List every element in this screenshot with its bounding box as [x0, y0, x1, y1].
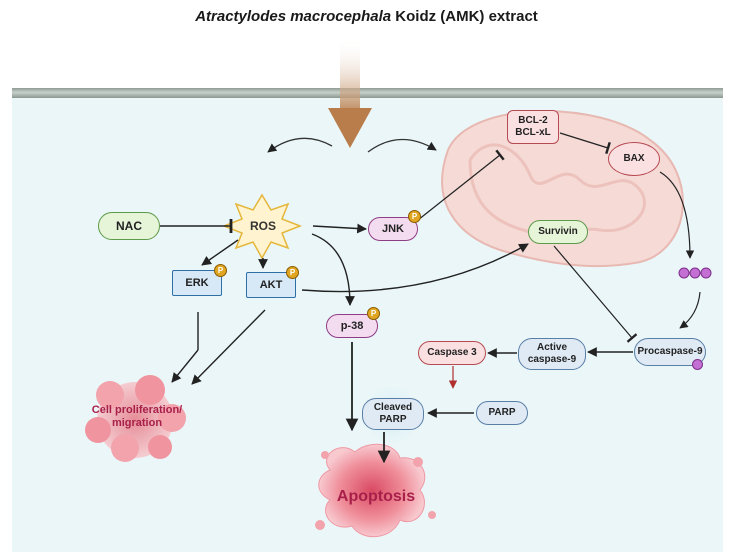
akt-phospho-icon: P	[286, 266, 299, 279]
cleaved-parp-line2: PARP	[379, 414, 407, 425]
curved-arrow-left	[267, 137, 333, 153]
proliferation-line1: Cell proliferation/	[91, 404, 183, 416]
active-caspase9-line1: Active	[536, 342, 567, 353]
ros-to-jnk	[312, 223, 367, 234]
proliferation-label: Cell proliferation/ migration	[72, 404, 202, 430]
akt-to-proliferation	[191, 309, 266, 385]
proliferation-line2: migration	[111, 417, 163, 429]
cleaved-parp-node: Cleaved PARP	[362, 398, 424, 430]
procaspase9-cytc-icon	[692, 359, 703, 370]
ros-star-icon	[221, 193, 303, 260]
active-caspase9-line2: caspase-9	[527, 354, 577, 365]
survivin-node: Survivin	[528, 220, 588, 244]
cytc-to-procaspase9	[679, 291, 701, 329]
erk-to-proliferation	[171, 349, 199, 383]
p38-phospho-icon: P	[367, 307, 380, 320]
jnk-inhibits-mito	[417, 149, 505, 221]
nac-node: NAC	[98, 212, 160, 240]
bcl2-label: BCL-2	[518, 115, 548, 126]
apoptosis-label: Apoptosis	[336, 488, 416, 505]
jnk-node: JNK	[368, 217, 418, 241]
title-species: Atractylodes macrocephala	[195, 8, 392, 25]
bax-node: BAX	[608, 142, 660, 176]
parp-node: PARP	[476, 401, 528, 425]
cell-membrane	[12, 88, 723, 98]
cytochrome-c-icon	[678, 267, 712, 279]
diagram-title: Atractylodes macrocephala Koidz (AMK) ex…	[0, 8, 733, 25]
bcl2-bclxl-node: BCL-2 BCL-xL	[507, 110, 559, 144]
erk-phospho-icon: P	[214, 264, 227, 277]
procaspase9-node: Procaspase-9	[634, 338, 706, 366]
extract-entry-arrow	[328, 38, 372, 148]
title-extract: Koidz (AMK) extract	[391, 8, 538, 25]
jnk-phospho-icon: P	[408, 210, 421, 223]
ros-to-erk	[201, 239, 239, 266]
cleaved-parp-line1: Cleaved	[373, 402, 413, 413]
proliferating-cells-icon	[85, 375, 186, 462]
caspase3-node: Caspase 3	[418, 341, 486, 365]
apoptotic-cell-icon	[315, 432, 436, 538]
bclxl-label: BCL-xL	[515, 127, 551, 138]
bcl2-inhibits-bax	[559, 132, 611, 155]
akt-to-survivin	[301, 243, 529, 293]
active-caspase9-node: Active caspase-9	[518, 338, 586, 370]
erk-node: ERK	[172, 270, 222, 296]
ros-to-p38	[311, 233, 355, 306]
ros-label: ROS	[249, 219, 276, 233]
bax-to-cytc	[659, 171, 695, 259]
survivin-inhibits-procaspase9	[553, 245, 638, 343]
curved-arrow-right	[367, 138, 437, 153]
